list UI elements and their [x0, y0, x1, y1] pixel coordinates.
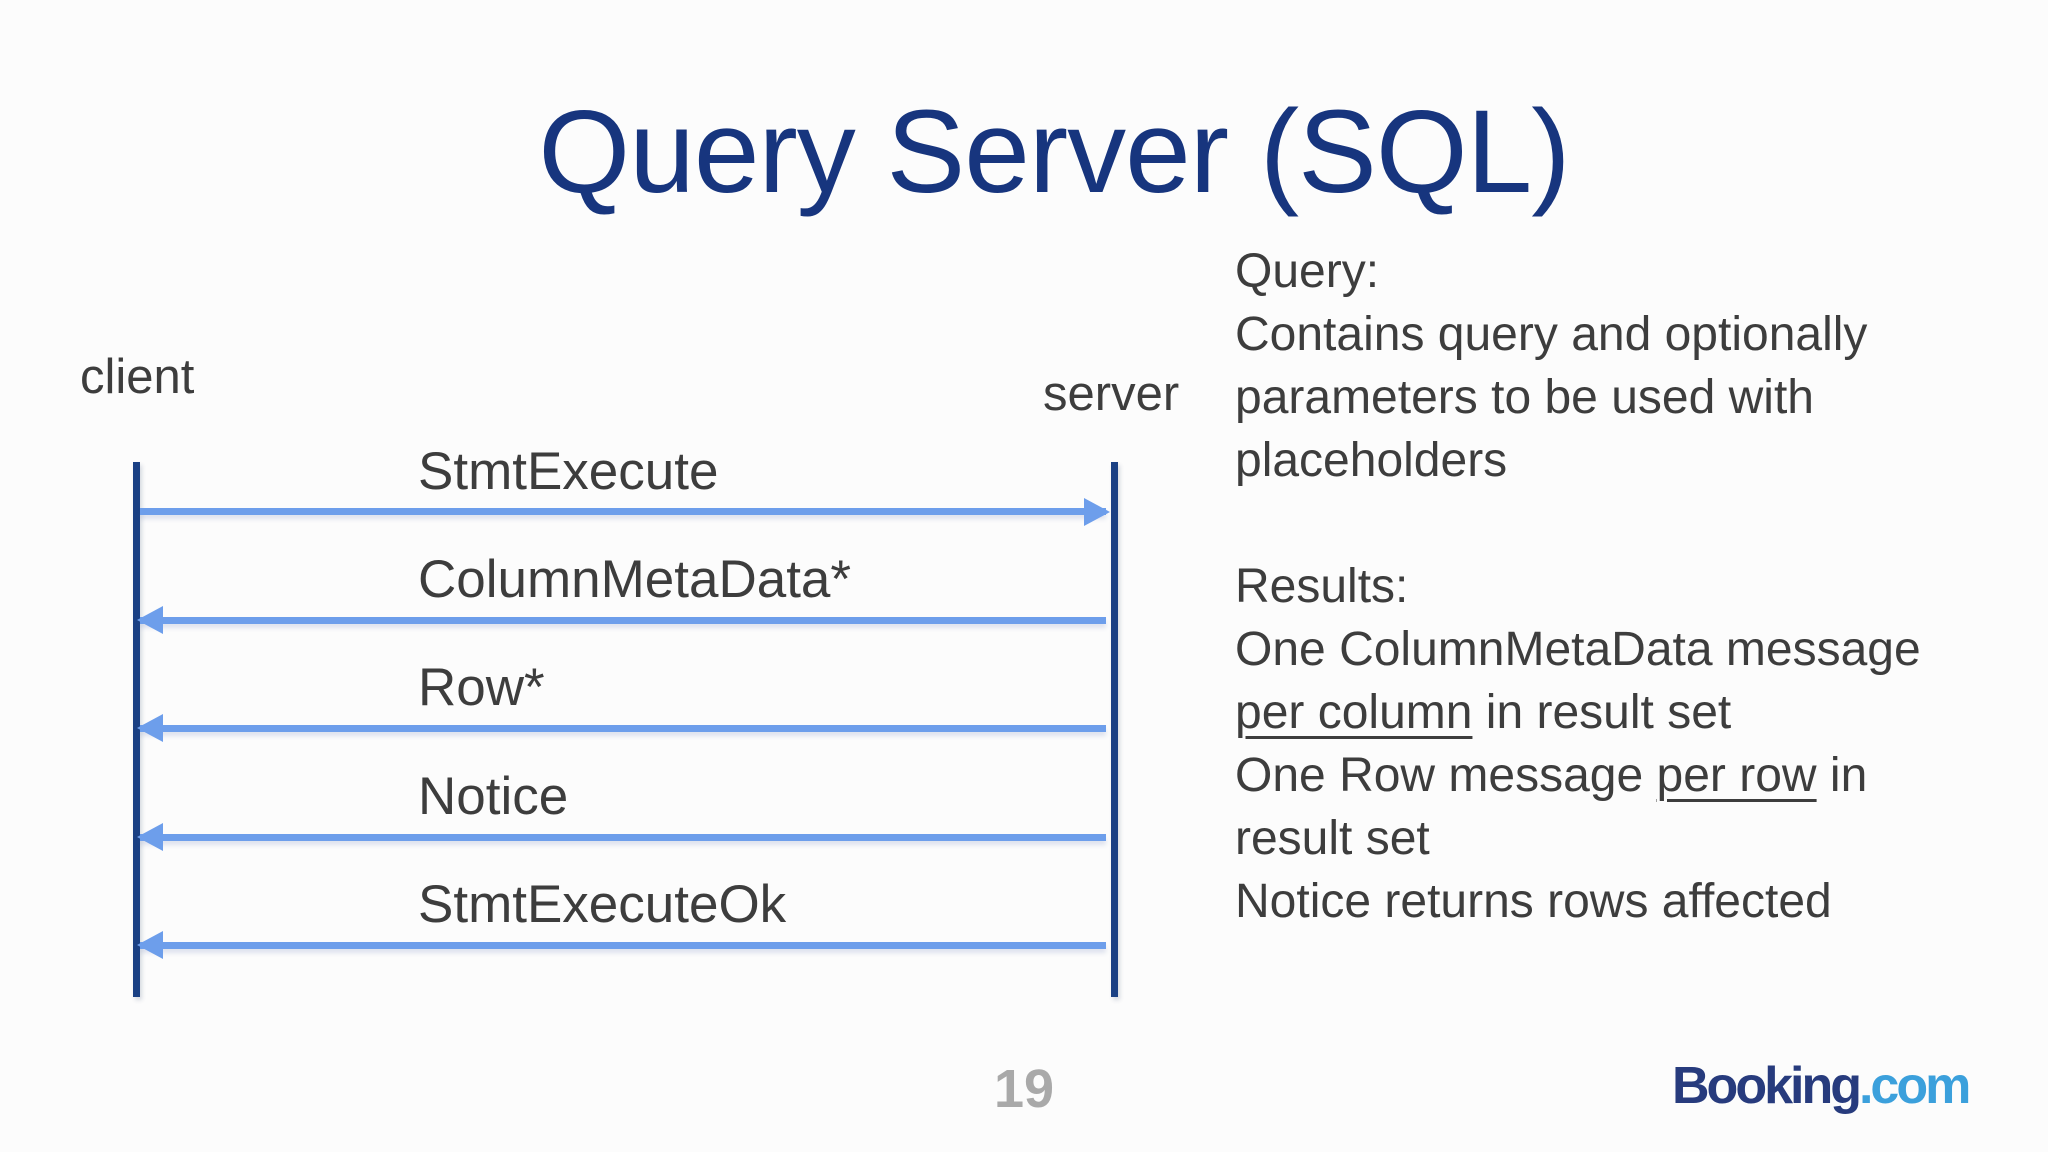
note-line: Contains query and optionally [1235, 308, 1868, 361]
note-heading: Results: [1235, 560, 1409, 613]
message-label: StmtExecute [418, 442, 719, 501]
actor-label-client: client [80, 350, 195, 404]
message-label: Row* [418, 658, 545, 717]
results-note: Results: One ColumnMetaData message per … [1235, 555, 1921, 933]
note-line: parameters to be used with [1235, 371, 1814, 424]
message-label: Notice [418, 767, 569, 826]
arrow-head-left-icon [137, 606, 163, 634]
booking-logo-suffix: .com [1858, 1057, 1971, 1115]
message-label: StmtExecuteOk [418, 875, 787, 934]
query-note: Query: Contains query and optionally par… [1235, 240, 1921, 492]
arrow-head-left-icon [137, 823, 163, 851]
arrow-head-left-icon [137, 931, 163, 959]
note-line: placeholders [1235, 434, 1508, 487]
note-text: One Row message [1235, 749, 1657, 802]
note-line: per column in result set [1235, 681, 1921, 744]
note-line: result set [1235, 812, 1430, 865]
message-arrow [140, 617, 1106, 624]
message-arrow [140, 834, 1106, 841]
underlined-text: per row [1656, 749, 1817, 802]
message-arrow [140, 725, 1106, 732]
note-text: in [1816, 749, 1868, 802]
message-arrow [140, 942, 1106, 949]
note-heading: Query: [1235, 245, 1380, 298]
note-line: Notice returns rows affected [1235, 875, 1832, 928]
note-text: in result set [1472, 686, 1732, 739]
booking-logo: Booking.com [1672, 1056, 1971, 1116]
arrow-head-right-icon [1084, 498, 1110, 526]
client-lifeline [133, 462, 140, 997]
booking-logo-primary: Booking [1672, 1057, 1862, 1115]
message-arrow [140, 508, 1106, 515]
actor-label-server: server [1043, 367, 1180, 421]
arrow-head-left-icon [137, 714, 163, 742]
slide-title: Query Server (SQL) [538, 86, 1570, 218]
message-label: ColumnMetaData* [418, 550, 852, 609]
note-line: One ColumnMetaData message [1235, 623, 1921, 676]
notes-panel: Query: Contains query and optionally par… [1235, 240, 1921, 933]
page-number: 19 [993, 1059, 1055, 1119]
server-lifeline [1111, 462, 1118, 997]
underlined-text: per column [1235, 686, 1473, 739]
note-line: One Row message per row in [1235, 744, 1921, 807]
